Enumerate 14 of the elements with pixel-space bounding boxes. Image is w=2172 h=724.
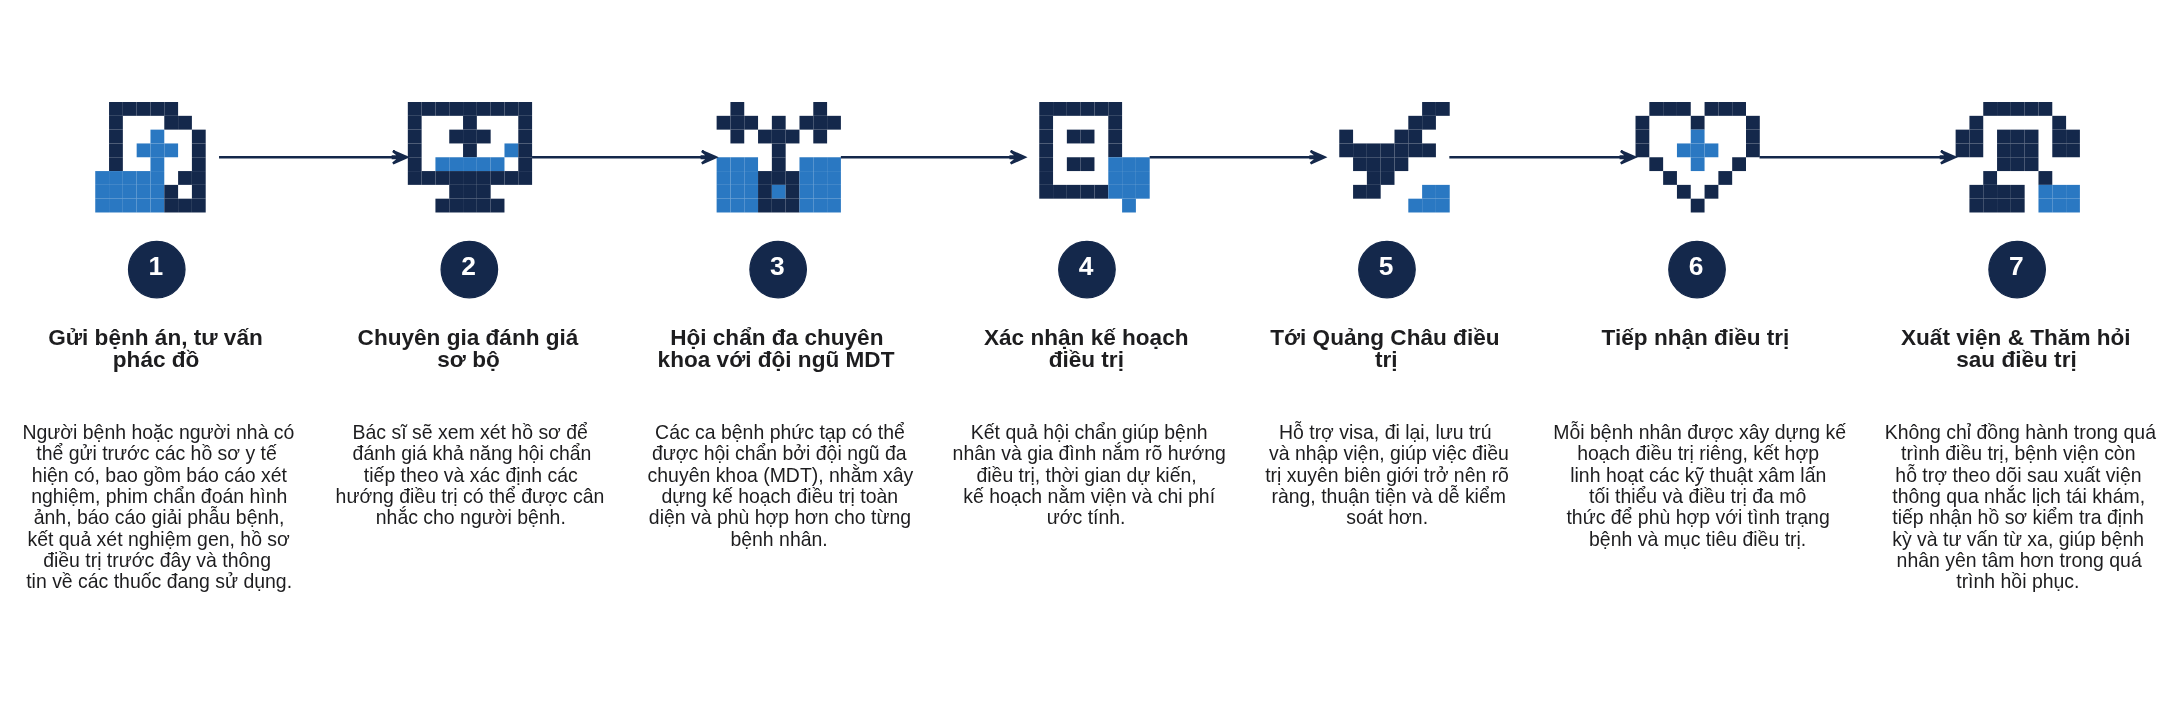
node-label: Gửi bệnh án, tư vấn phác đồ <box>48 324 263 372</box>
node-label: Kết quả hội chẩn giúp bệnh nhân và gia đình nắm rõ hướng điều trị, thời gian dự kiến, kế hoạch nằm viện và chi phí ước tính. <box>952 420 1226 528</box>
node-label: Xuất viện & Thăm hỏi sau điều trị <box>1901 324 2131 372</box>
node-label: Xác nhận kế hoạch điều trị <box>984 324 1189 372</box>
node-label: Không chỉ đồng hành trong quá trình điều trị, bệnh viện còn hỗ trợ theo dõi sau xuất viện thông qua nhắc lịch tái khám, tiếp nhận hồ sơ kiểm tra định kỳ và tư vấn từ xa, giúp bệnh nhân yên tâm hơn trong quá trình hồi phục. <box>1884 420 2156 592</box>
node-label: Người bệnh hoặc người nhà có thể gửi trước các hồ sơ y tế hiện có, bao gồm báo cáo xét nghiệm, phim chẩn đoán hình ảnh, báo cáo giải phẫu bệnh, kết quả xét nghiệm gen, hồ sơ điều trị trước đây và thông tin về các thuốc đang sử dụng. <box>22 420 295 592</box>
node-label: Bác sĩ sẽ xem xét hồ sơ để đánh giá khả năng hội chẩn tiếp theo và xác định các hướng điều trị có thể được cân nhắc cho người bệnh. <box>335 420 605 528</box>
node-label: Tới Quảng Châu điều trị <box>1270 324 1500 372</box>
node-label: Tiếp nhận điều trị <box>1601 324 1790 350</box>
node-label: Hỗ trợ visa, đi lại, lưu trú và nhập viện, giúp việc điều trị xuyên biên giới trở nên rõ ràng, thuận tiện và dễ kiểm soát hơn. <box>1265 420 1509 528</box>
node-label: Các ca bệnh phức tạp có thể được hội chẩn bởi đội ngũ đa chuyên khoa (MDT), nhằm xây dựng kế hoạch điều trị toàn diện và phù hợp hơn cho từng bệnh nhân. <box>647 420 914 550</box>
node-label: Mỗi bệnh nhân được xây dựng kế hoạch điều trị riêng, kết hợp linh hoạt các kỹ thuật xâm lấn tối thiểu và điều trị đa mô thức để phù hợp với tình trạng bệnh và mục tiêu điều trị. <box>1553 420 1847 550</box>
node-label: Hội chẩn đa chuyên khoa với đội ngũ MDT <box>657 324 895 372</box>
node-label: Chuyên gia đánh giá sơ bộ <box>357 324 579 372</box>
